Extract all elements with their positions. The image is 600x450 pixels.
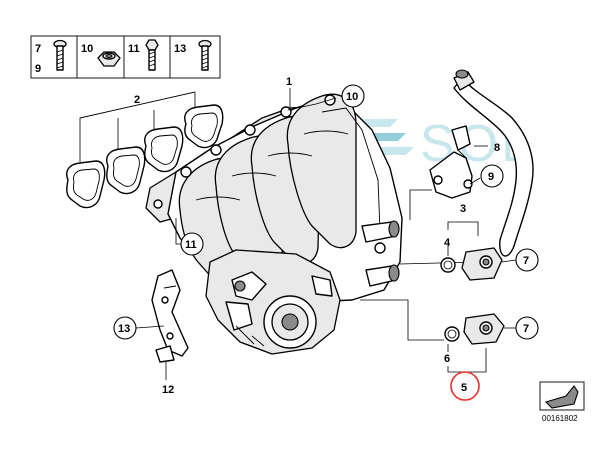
callout-o-ring-upper: 4: [444, 237, 451, 249]
callout-bolt-left-label: 11: [185, 239, 197, 251]
highlight-circle: [450, 371, 480, 401]
callout-bolt-left: 11: [175, 218, 204, 256]
vacuum-pipe: [453, 69, 534, 257]
diagram-code: 00161802: [542, 414, 578, 423]
valve-group-upper: 3 4 7: [440, 203, 539, 281]
legend-label-7: 7: [35, 43, 41, 55]
screw-icon: [53, 39, 67, 71]
screw-icon: [198, 39, 212, 71]
gasket: [144, 126, 184, 173]
gasket: [106, 146, 146, 195]
gasket-set: 2: [66, 91, 224, 209]
nut-icon: [97, 51, 121, 67]
legend-label-9: 9: [35, 63, 41, 75]
callout-screw-bracket-label: 9: [488, 171, 494, 183]
callout-screw-left-label: 13: [118, 323, 130, 335]
bracket-left: 12: [151, 269, 189, 396]
callout-valve-upper: 3: [460, 203, 466, 215]
callout-valve-lower: 5: [461, 382, 467, 394]
callout-screw-lower: 7: [523, 323, 529, 335]
legend-label-10: 10: [81, 43, 93, 55]
legend-label-11: 11: [128, 43, 140, 55]
gasket: [66, 160, 106, 209]
callout-gaskets: 2: [134, 94, 140, 106]
callout-bracket-upper: 8: [494, 142, 500, 154]
callout-nut-top: 10: [287, 84, 365, 111]
leader-valve-lower: [360, 299, 444, 341]
callout-intake-manifold: 1: [286, 76, 292, 88]
valve-group-lower: 6 7 5: [444, 313, 539, 401]
callout-screw-upper: 7: [523, 255, 529, 267]
gasket: [184, 104, 224, 149]
callout-screw-left: 13: [113, 316, 165, 340]
hardware-legend: 7 9 10 11 13: [30, 35, 221, 79]
callout-bracket-left: 12: [162, 384, 174, 396]
callout-o-ring-lower: 6: [444, 353, 450, 365]
callout-screw-bracket: 9: [469, 164, 504, 188]
bolt-icon: [145, 39, 159, 71]
bracket-upper: 8: [429, 125, 500, 199]
leader-bracket: [409, 189, 432, 220]
diagram-code-box: 00161802: [539, 381, 585, 423]
intake-manifold: 1: [145, 76, 403, 355]
callout-nut-top-label: 10: [346, 91, 358, 103]
legend-label-13: 13: [174, 43, 186, 55]
